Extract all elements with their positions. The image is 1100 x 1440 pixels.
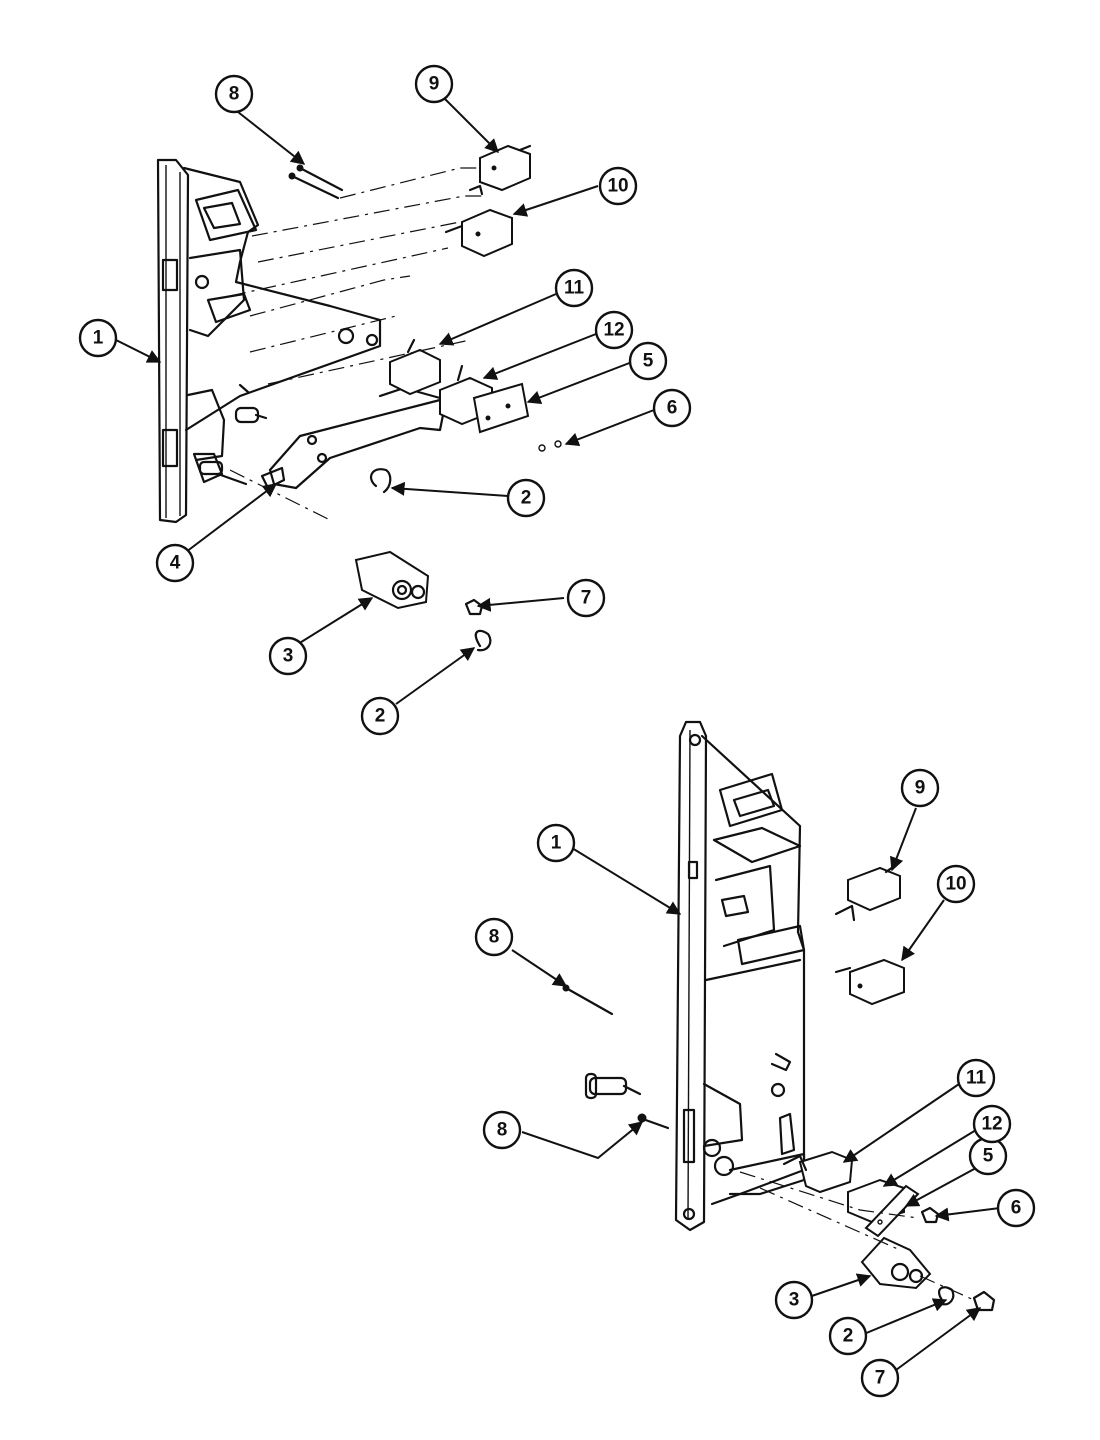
lower-micro-switch-10 (834, 958, 905, 1006)
lower-bracket-rail (674, 720, 708, 1232)
svg-text:1: 1 (551, 833, 562, 854)
svg-text:11: 11 (564, 278, 585, 299)
svg-text:6: 6 (1011, 1198, 1022, 1219)
lower-switch-cluster (782, 1150, 920, 1238)
svg-text:11: 11 (966, 1068, 987, 1089)
upper-nut-hardware (538, 440, 562, 452)
callout-b7: 7 (860, 1358, 900, 1398)
svg-text:9: 9 (429, 74, 440, 95)
callout-b8b: 8 (482, 1110, 522, 1150)
callout-a3: 3 (268, 636, 308, 676)
svg-text:12: 12 (603, 320, 624, 341)
lower-assembly (562, 720, 996, 1312)
lower-micro-switch-9 (834, 860, 902, 922)
svg-text:2: 2 (843, 1326, 854, 1347)
callout-a2a: 2 (506, 478, 546, 518)
upper-hex-nut (464, 598, 484, 616)
svg-text:3: 3 (283, 646, 294, 667)
callout-a10: 10 (598, 166, 638, 206)
svg-text:10: 10 (607, 176, 628, 197)
callout-b8a: 8 (474, 917, 514, 957)
lower-hinge-pin (584, 1072, 642, 1100)
upper-screws (288, 164, 344, 200)
lower-mounting-plate (700, 734, 806, 1206)
callout-b10: 10 (936, 864, 976, 904)
callout-b2: 2 (828, 1316, 868, 1356)
callout-b3: 3 (774, 1280, 814, 1320)
svg-text:9: 9 (915, 778, 926, 799)
callout-a12: 12 (594, 310, 634, 350)
lower-hinge-block (860, 1236, 932, 1290)
callout-a2b: 2 (360, 696, 400, 736)
svg-text:8: 8 (489, 927, 500, 948)
upper-lever-arm (260, 386, 446, 490)
upper-bracket-rail (156, 158, 190, 524)
svg-text:10: 10 (945, 874, 966, 895)
svg-text:2: 2 (375, 706, 386, 727)
upper-switch-cluster (389, 338, 530, 434)
callout-a8: 8 (214, 74, 254, 114)
lower-hex-nut-6 (920, 1206, 940, 1224)
svg-text:6: 6 (667, 398, 678, 419)
svg-text:5: 5 (643, 351, 654, 372)
svg-text:7: 7 (875, 1368, 886, 1389)
svg-text:1: 1 (93, 328, 104, 349)
upper-pin-bolts (198, 383, 268, 486)
callout-b5: 5 (968, 1136, 1008, 1176)
leader-lines (115, 97, 1001, 1371)
callout-a1: 1 (78, 318, 118, 358)
upper-hinge-block (354, 550, 430, 610)
callout-a4: 4 (155, 543, 195, 583)
upper-e-clip (369, 468, 392, 494)
upper-assembly (156, 144, 562, 652)
callout-a5: 5 (628, 341, 668, 381)
callout-a7: 7 (566, 578, 606, 618)
callout-a11: 11 (554, 268, 594, 308)
upper-micro-switch-10 (444, 208, 513, 258)
callout-b12: 12 (972, 1104, 1012, 1144)
svg-text:7: 7 (581, 588, 592, 609)
lower-screws (562, 984, 670, 1130)
upper-alignment-lines (229, 167, 486, 521)
callout-b11: 11 (956, 1058, 996, 1098)
lower-alignment-lines (739, 1171, 975, 1301)
lower-hex-nut-7 (972, 1290, 996, 1312)
callout-b9: 9 (900, 768, 940, 808)
svg-text:12: 12 (981, 1114, 1002, 1135)
callout-a6: 6 (652, 388, 692, 428)
upper-micro-switch-9 (468, 144, 532, 196)
callout-b6: 6 (996, 1188, 1036, 1228)
svg-text:3: 3 (789, 1290, 800, 1311)
svg-text:8: 8 (497, 1120, 508, 1141)
upper-mounting-plate (182, 166, 382, 484)
svg-text:8: 8 (229, 84, 240, 105)
svg-text:2: 2 (521, 488, 532, 509)
callout-b1: 1 (536, 823, 576, 863)
svg-text:5: 5 (983, 1146, 994, 1167)
callout-a9: 9 (414, 64, 454, 104)
upper-e-clip-lower (474, 629, 492, 652)
svg-text:4: 4 (170, 553, 181, 574)
